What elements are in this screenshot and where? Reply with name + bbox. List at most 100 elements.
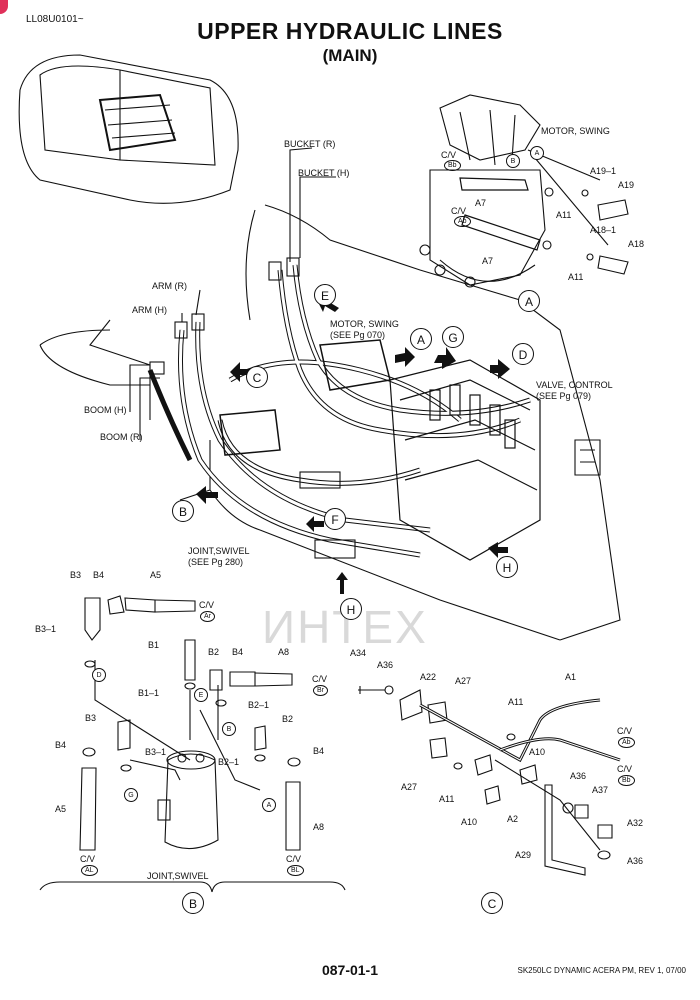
page-title: UPPER HYDRAULIC LINES [197,18,503,44]
callout-a-main: A [410,328,432,350]
port-bb-a: Bb [444,160,461,171]
part-a10-top: A10 [529,747,546,757]
part-a22: A22 [420,672,437,682]
part-a29: A29 [515,850,532,860]
port-mark-e: E [194,688,208,702]
port-mark-a-a: A [530,146,544,160]
part-a19: A19 [618,180,635,190]
part-b3-1-top: B3–1 [35,624,57,634]
label-valve-control: VALVE, CONTROL [536,380,613,390]
port-bl: BL [287,865,304,876]
label-joint-swivel-ref: (SEE Pg 280) [188,557,244,567]
port-ab-c: Ab [618,737,635,748]
port-mark-a: A [262,798,276,812]
port-al: AL [81,865,98,876]
part-b4-left: B4 [55,740,67,750]
doc-id: LL08U0101~ [26,14,84,25]
part-b4-top: B4 [232,647,244,657]
callout-b-detail: B [182,892,204,914]
callout-c-main: C [246,366,268,388]
cv-label-b-al: C/V [80,854,96,864]
part-b1: B1 [148,640,160,650]
part-a36-bottom: A36 [627,856,644,866]
part-a27-bottom: A27 [401,782,418,792]
detail-b-art [39,595,346,893]
part-a2: A2 [507,814,519,824]
part-a8-bottom: A8 [313,822,325,832]
part-a5-bottom: A5 [55,804,67,814]
port-mark-b-a: B [506,154,520,168]
caption-joint-swivel: JOINT,SWIVEL [147,871,209,881]
port-bb-c: Bb [618,775,635,786]
port-br: Br [313,685,328,696]
part-a27-top: A27 [455,676,472,686]
cv-label-b-ar: C/V [199,600,215,610]
callout-b-main: B [172,500,194,522]
callout-e: E [314,284,336,306]
part-a8-top: A8 [278,647,290,657]
callout-a-detail: A [518,290,540,312]
revision-note: SK250LC DYNAMIC ACERA PM, REV 1, 07/00 [517,966,686,975]
part-b2-mid: B2 [282,714,294,724]
callout-f: F [324,508,346,530]
cv-label-b-br: C/V [312,674,328,684]
part-b4: B4 [93,570,105,580]
label-arm-h: ARM (H) [132,305,167,315]
callout-h-bottom: H [340,598,362,620]
detail-a-title: MOTOR, SWING [541,126,610,136]
part-a11-lower: A11 [568,272,584,282]
label-motor-swing-ref: (SEE Pg 070) [330,330,386,340]
part-a19-1: A19–1 [590,166,617,176]
callout-c-detail: C [481,892,503,914]
part-a36-top: A36 [377,660,394,670]
part-a18-1: A18–1 [590,225,617,235]
part-b3-mid: B3 [85,713,97,723]
part-a37: A37 [592,785,609,795]
label-motor-swing: MOTOR, SWING [330,319,399,329]
part-a11-top: A11 [508,697,524,707]
part-b1-1: B1–1 [138,688,160,698]
page-number: 087-01-1 [321,962,379,978]
port-mark-b: B [222,722,236,736]
part-b2-top: B2 [208,647,220,657]
label-boom-h: BOOM (H) [84,405,127,415]
port-mark-g: G [124,788,138,802]
label-bucket-r: BUCKET (R) [284,139,336,149]
callout-d: D [512,343,534,365]
cv-label-a-upper: C/V [441,150,457,160]
label-joint-swivel: JOINT,SWIVEL [188,546,250,556]
port-ar: Ar [200,611,215,622]
label-arm-r: ARM (R) [152,281,187,291]
part-b4-right: B4 [313,746,325,756]
part-b3-1-mid: B3–1 [145,747,167,757]
cv-label-c-ab: C/V [617,726,633,736]
callout-g: G [442,326,464,348]
label-bucket-h: BUCKET (H) [298,168,350,178]
part-b2-1-mid: B2–1 [218,757,240,767]
callout-h-right: H [496,556,518,578]
part-b2-1-top: B2–1 [248,700,270,710]
part-b3: B3 [70,570,82,580]
cv-label-c-bb: C/V [617,764,633,774]
detail-c-art [358,685,621,876]
part-a11-bottom: A11 [439,794,455,804]
machine-thumbnail [18,54,239,204]
label-boom-r: BOOM (R) [100,432,143,442]
cv-label-b-bl: C/V [286,854,302,864]
part-a18: A18 [628,239,645,249]
label-valve-control-ref: (SEE Pg 079) [536,391,592,401]
part-a7-upper: A7 [475,198,487,208]
part-a5-top: A5 [150,570,162,580]
page-subtitle: (MAIN) [322,46,378,65]
part-a11-upper: A11 [556,210,572,220]
part-a36-mid: A36 [570,771,587,781]
page-corner-mark [0,0,8,14]
control-valve-block [389,359,541,561]
port-ab-a: Ab [454,216,471,227]
part-a7-lower: A7 [482,256,494,266]
part-a32: A32 [627,818,644,828]
port-mark-d: D [92,668,106,682]
part-a1: A1 [565,672,577,682]
cv-label-a-lower: C/V [451,206,467,216]
